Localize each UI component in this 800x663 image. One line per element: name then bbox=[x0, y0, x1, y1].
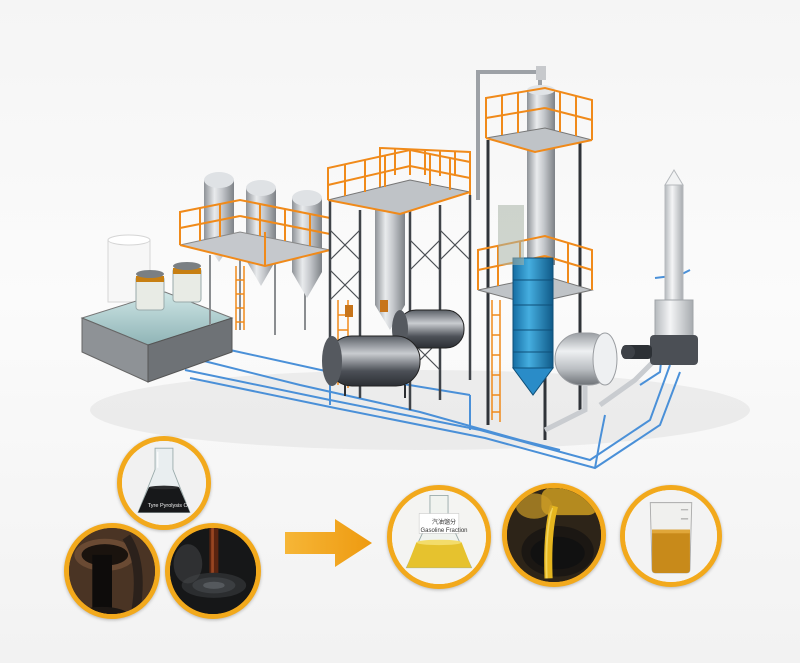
right-arrow-icon bbox=[285, 519, 372, 567]
tyre-pyrolysis-oil-flask-photo: Tyre Pyrolysis Oil bbox=[117, 436, 211, 530]
gasoline-label-chinese: 汽油馏分 bbox=[431, 520, 456, 526]
golden-oil-icon bbox=[507, 488, 601, 582]
gasoline-fraction-flask-photo: 汽油馏分 Gasoline Fraction bbox=[387, 485, 491, 589]
chimney-blower bbox=[621, 169, 698, 365]
tank-platform-left bbox=[179, 172, 331, 335]
white-horizontal-tank bbox=[543, 332, 657, 433]
distillation-tower bbox=[476, 66, 594, 440]
flask-label: Tyre Pyrolysis Oil bbox=[147, 503, 191, 509]
beaker-icon bbox=[625, 490, 717, 582]
cooling-pool bbox=[80, 291, 234, 383]
oil-barrel-icon bbox=[69, 528, 155, 614]
horizontal-tanks bbox=[322, 300, 465, 398]
golden-oil-pour-photo bbox=[502, 483, 606, 587]
cooling-towers bbox=[135, 262, 202, 311]
amber-oil-beaker-photo bbox=[620, 485, 722, 587]
oil-barrel-pour-photo bbox=[64, 523, 160, 619]
floor-shadow bbox=[90, 370, 750, 450]
oil-pour-splash-photo bbox=[165, 523, 261, 619]
oil-splash-icon bbox=[170, 528, 256, 614]
flask-icon bbox=[122, 441, 206, 525]
gasoline-flask-icon bbox=[392, 490, 486, 584]
gasoline-label-english: Gasoline Fraction bbox=[420, 528, 468, 534]
